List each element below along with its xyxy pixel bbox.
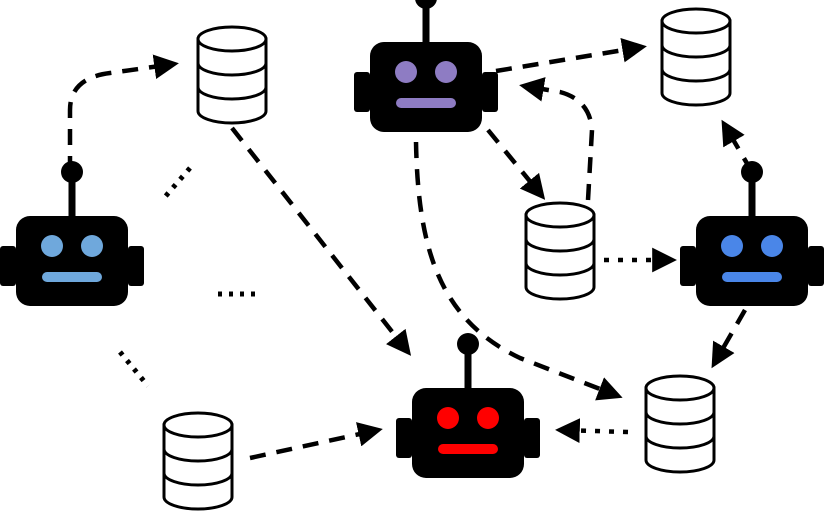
- robot-blue-right-eye: [761, 235, 783, 257]
- edge-db-middle-to-purple-robot: [519, 77, 595, 201]
- database-icon-top-left: [196, 25, 268, 125]
- edge-purple-robot-to-db-middle: [486, 128, 546, 200]
- robot-red-right-eye: [477, 407, 499, 429]
- database-icon-middle: [524, 201, 596, 301]
- robot-icon-purple: [354, 0, 498, 132]
- robot-icon-red: [396, 333, 540, 478]
- database-icon-bottom-right: [644, 374, 716, 474]
- robot-purple-left-eye: [395, 61, 417, 83]
- edge-lightblue-robot-to-db-top-left: [67, 54, 179, 172]
- robot-purple-mouth: [396, 98, 456, 108]
- database-icon-top-right: [660, 7, 732, 107]
- robot-blue-mouth: [722, 272, 782, 282]
- robot-icon-light-blue: [0, 161, 144, 306]
- ellipsis-layer: [118, 166, 262, 388]
- edge-purple-robot-to-db-bottom-right: [413, 141, 623, 401]
- ellipsis-mark-diagonal-upper: [162, 166, 192, 200]
- edge-db-bottom-right-to-red-robot: [555, 418, 629, 443]
- robot-red-left-eye: [437, 407, 459, 429]
- robot-lightblue-left-eye: [41, 235, 63, 257]
- robot-red-mouth: [438, 444, 498, 454]
- database-icon-bottom-left: [162, 411, 234, 511]
- edges-layer: [67, 38, 754, 461]
- robot-lightblue-mouth: [42, 272, 102, 282]
- robot-purple-right-eye: [435, 61, 457, 83]
- edge-blue-robot-to-db-bottom-right: [711, 308, 747, 369]
- ellipsis-mark-diagonal-lower: [118, 350, 150, 388]
- edge-purple-robot-to-db-top-right: [495, 38, 647, 74]
- robot-lightblue-right-eye: [81, 235, 103, 257]
- robot-icon-blue: [680, 161, 824, 306]
- edge-db-bottom-left-to-red-robot: [249, 422, 383, 461]
- edge-db-top-left-to-red-robot: [230, 126, 412, 356]
- robots-layer: [0, 0, 824, 478]
- robot-blue-left-eye: [721, 235, 743, 257]
